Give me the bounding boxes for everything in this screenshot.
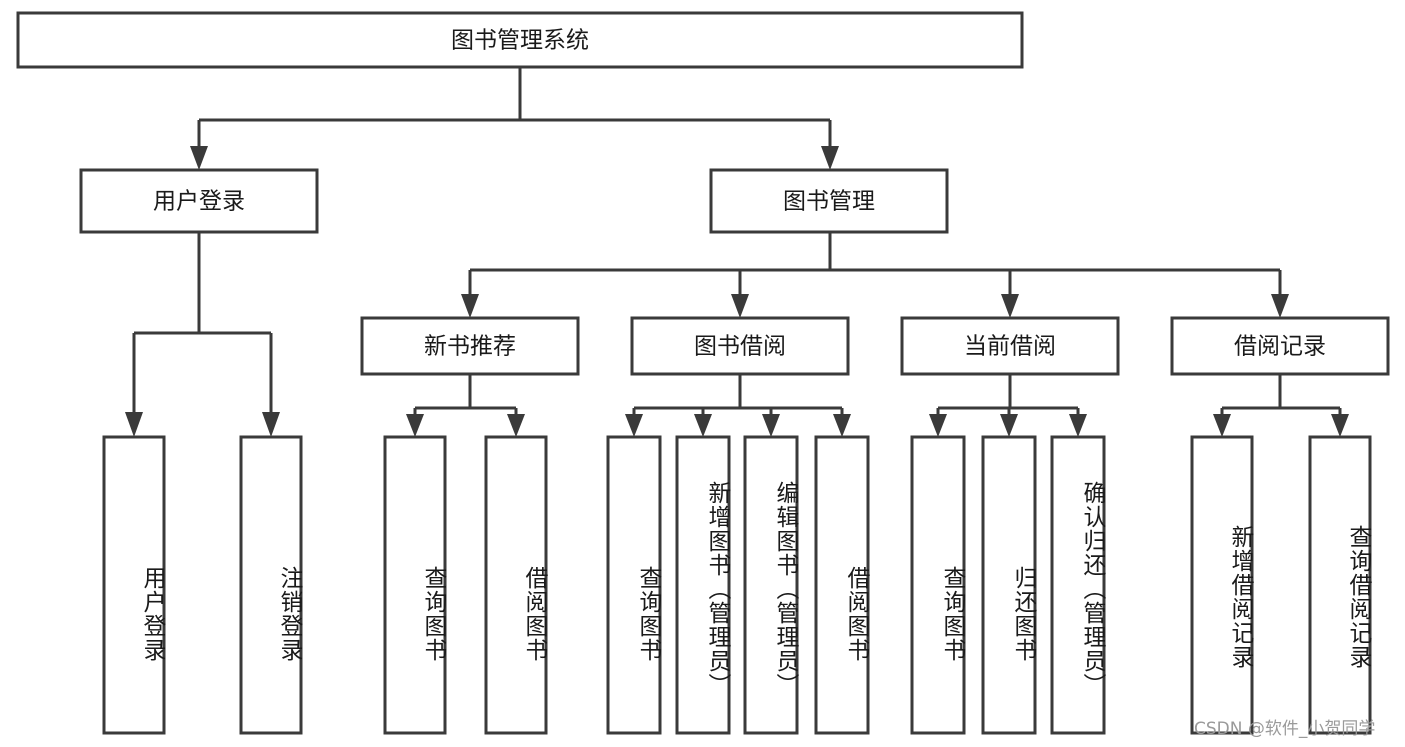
node-leaf-bb-borrow-box[interactable] (814, 435, 870, 735)
node-leaf-nb-query-box[interactable] (383, 435, 447, 735)
arrow-head-cb-1 (929, 414, 947, 437)
arrow-head-nb-2 (507, 414, 525, 437)
node-new-book-label: 新书推荐 (424, 334, 516, 360)
arrow-head-bb-4 (833, 414, 851, 437)
node-leaf-br-query-box[interactable] (1308, 435, 1372, 735)
node-current-borrow-label: 当前借阅 (964, 334, 1056, 360)
node-leaf-cb-confirm-box[interactable] (1050, 435, 1106, 735)
arrow-head-borrow-record (1271, 294, 1289, 318)
node-leaf-logout-box[interactable] (239, 435, 303, 735)
node-user-login-label: 用户登录 (153, 189, 245, 215)
node-book-manage-box[interactable] (709, 168, 949, 234)
connector-current-borrow-to-leaves (929, 374, 1087, 437)
node-user-login-box[interactable] (79, 168, 319, 234)
arrow-head-user-login (190, 146, 208, 170)
arrow-head-book-borrow (731, 294, 749, 318)
arrow-head-leaf-logout (262, 412, 280, 437)
connector-root-to-level2 (190, 67, 839, 170)
node-leaf-bb-add-box[interactable] (675, 435, 731, 735)
node-book-borrow-label: 图书借阅 (694, 334, 786, 360)
connector-book-borrow-to-leaves (625, 374, 851, 437)
node-leaf-cb-return-box[interactable] (981, 435, 1037, 735)
connector-user-login-to-leaves (125, 232, 280, 437)
node-leaf-nb-borrow-box[interactable] (484, 435, 548, 735)
arrow-head-bb-2 (694, 414, 712, 437)
node-leaf-bb-query-box[interactable] (606, 435, 662, 735)
arrow-head-book-manage (821, 146, 839, 170)
node-current-borrow-box[interactable] (900, 316, 1120, 376)
arrow-head-current-borrow (1001, 294, 1019, 318)
node-leaf-br-add-box[interactable] (1190, 435, 1254, 735)
connector-new-book-to-leaves (406, 374, 525, 437)
arrow-head-cb-2 (1000, 414, 1018, 437)
node-root-label: 图书管理系统 (451, 28, 589, 54)
connector-book-manage-to-level3 (461, 232, 1289, 318)
connector-borrow-record-to-leaves (1213, 374, 1349, 437)
node-book-borrow-box[interactable] (630, 316, 850, 376)
node-leaf-cb-query-box[interactable] (910, 435, 966, 735)
arrow-head-bb-3 (762, 414, 780, 437)
node-root-box[interactable] (16, 11, 1024, 69)
arrow-head-br-2 (1331, 414, 1349, 437)
node-book-manage-label: 图书管理 (783, 189, 875, 215)
arrow-head-cb-3 (1069, 414, 1087, 437)
arrow-head-nb-1 (406, 414, 424, 437)
node-borrow-record-box[interactable] (1170, 316, 1390, 376)
csdn-watermark: CSDN @软件_小贺同学 (1194, 719, 1376, 739)
node-borrow-record-label: 借阅记录 (1234, 334, 1326, 360)
node-new-book-box[interactable] (360, 316, 580, 376)
arrow-head-br-1 (1213, 414, 1231, 437)
arrow-head-new-book (461, 294, 479, 318)
node-leaf-user-login-box[interactable] (102, 435, 166, 735)
arrow-head-leaf-user-login (125, 412, 143, 437)
arrow-head-bb-1 (625, 414, 643, 437)
node-leaf-bb-edit-box[interactable] (743, 435, 799, 735)
